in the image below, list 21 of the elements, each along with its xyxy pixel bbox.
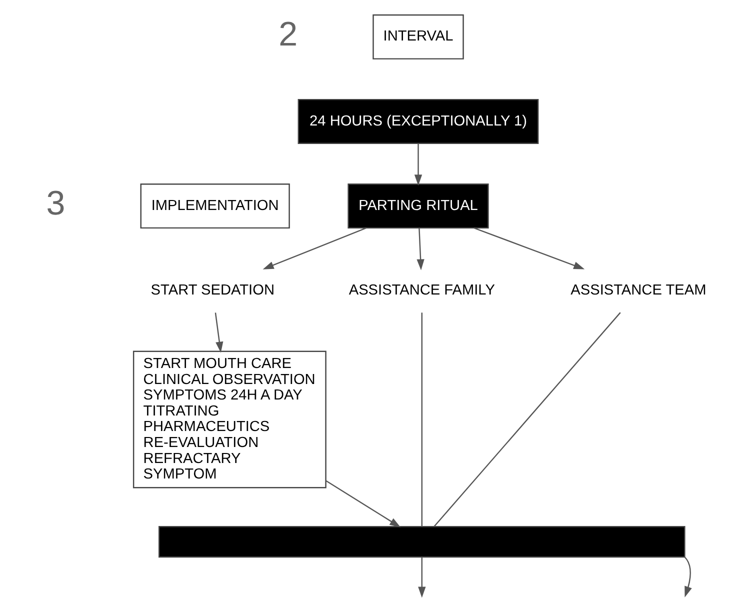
node-text: ASSISTANCE TEAM (570, 282, 706, 298)
node-box: PARTING RITUAL (347, 184, 488, 229)
arrow (684, 556, 692, 598)
label: 3 (46, 184, 65, 222)
label: 2 (278, 15, 298, 54)
arrow (214, 312, 223, 353)
connector (420, 312, 422, 526)
node-bar (158, 526, 685, 558)
connector (433, 312, 620, 527)
arrow (414, 143, 422, 186)
arrow (416, 228, 424, 270)
arrow (262, 227, 366, 270)
node-box: IMPLEMENTATION (140, 184, 290, 229)
node-text: ASSISTANCE FAMILY (348, 282, 494, 298)
arrow (324, 480, 400, 528)
node-box: 24 HOURS (EXCEPTIONALLY 1) (297, 98, 538, 144)
arrow (473, 227, 584, 270)
node-text: START SEDATION (150, 282, 274, 298)
arrow (418, 557, 426, 598)
node-box: INTERVAL (372, 14, 464, 60)
node-box: START MOUTH CARE CLINICAL OBSERVATION SYMPTOMS 24H A DAY TITRATING PHARMACEUTICS RE-EVALUATION REFRACTARY SYMPTOM (132, 350, 326, 488)
